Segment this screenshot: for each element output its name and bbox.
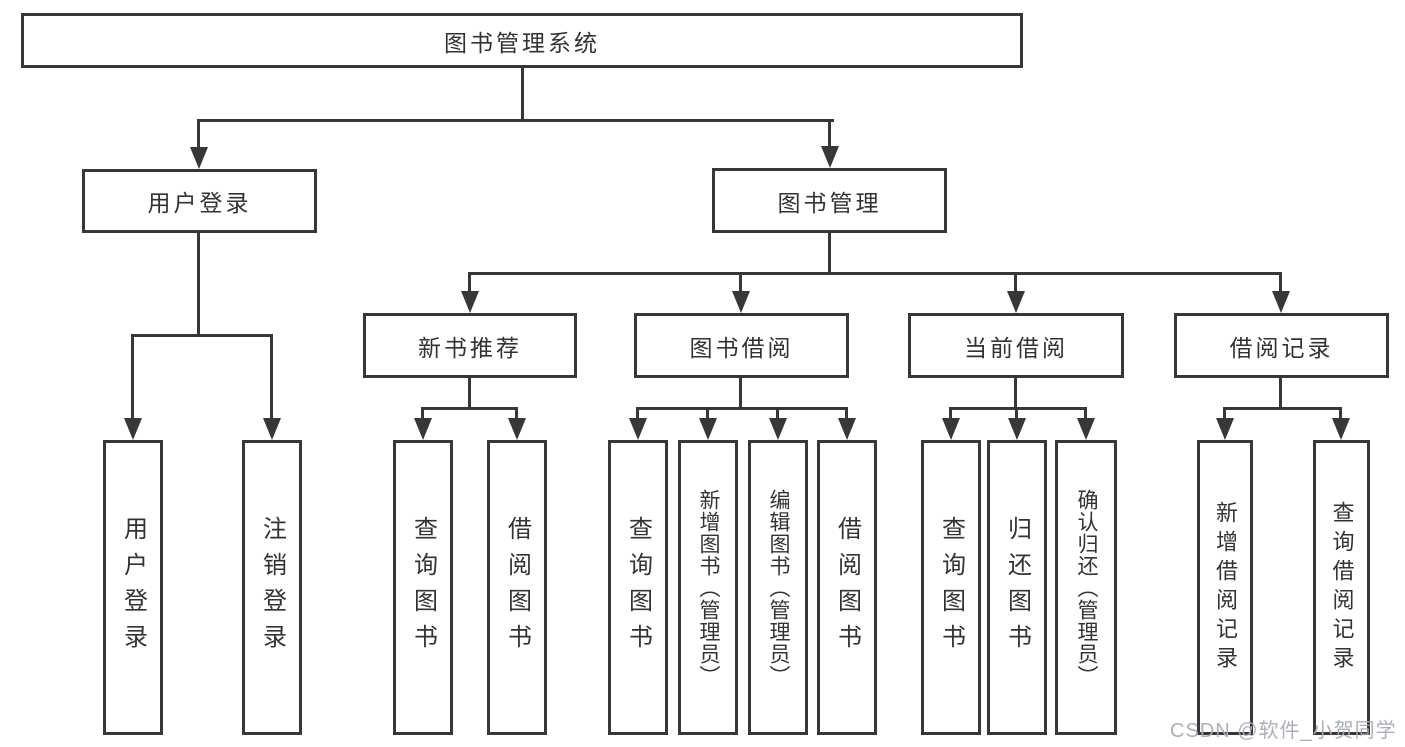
arrow-down-icon [1008, 418, 1026, 440]
connector-line [521, 68, 524, 120]
arrow-down-icon [699, 418, 717, 440]
connector-line [131, 334, 273, 337]
arrow-down-icon [461, 291, 479, 313]
node-current-borrowing: 当前借阅 [908, 313, 1124, 378]
node-current-query-books-label: 查询图书 [937, 515, 965, 660]
connector-line [949, 407, 952, 420]
connector-line [1084, 407, 1087, 420]
node-borrow-borrow-books-label: 借阅图书 [833, 515, 861, 660]
node-borrow-edit-books-admin-label: 编辑图书（管理员） [767, 488, 790, 687]
connector-line [197, 119, 834, 122]
node-user-login-leaf-label: 用户登录 [119, 515, 147, 660]
connector-line [270, 334, 273, 420]
node-borrow-add-books-admin-label: 新增图书（管理员） [697, 488, 720, 687]
node-book-management-label: 图书管理 [777, 189, 882, 216]
node-borrowing-records-label: 借阅记录 [1229, 334, 1334, 361]
connector-line [845, 407, 848, 420]
connector-line [739, 272, 742, 293]
node-recommend-borrow-books: 借阅图书 [487, 440, 547, 735]
arrow-down-icon [124, 418, 142, 440]
node-current-return-books-label: 归还图书 [1003, 515, 1031, 660]
node-borrow-edit-books-admin: 编辑图书（管理员） [748, 440, 808, 735]
node-records-query-record-label: 查询借阅记录 [1329, 500, 1355, 675]
connector-line [1015, 407, 1018, 420]
arrow-down-icon [732, 291, 750, 313]
arrow-down-icon [942, 418, 960, 440]
node-user-login-label: 用户登录 [147, 190, 252, 216]
arrow-down-icon [263, 418, 281, 440]
node-records-query-record: 查询借阅记录 [1313, 440, 1370, 735]
node-borrow-add-books-admin: 新增图书（管理员） [678, 440, 738, 735]
connector-line [1223, 407, 1226, 420]
connector-line [1014, 378, 1017, 410]
node-recommend-query-books-label: 查询图书 [409, 515, 437, 660]
arrow-down-icon [629, 418, 647, 440]
arrow-down-icon [190, 147, 208, 169]
arrow-down-icon [1216, 418, 1234, 440]
csdn-watermark: CSDN @软件_小贺同学 [1170, 720, 1397, 742]
node-borrow-query-books: 查询图书 [608, 440, 668, 735]
node-borrowing-records: 借阅记录 [1174, 313, 1389, 378]
connector-line [828, 119, 831, 152]
node-current-query-books: 查询图书 [921, 440, 981, 735]
node-records-add-record-label: 新增借阅记录 [1213, 500, 1238, 675]
node-borrow-query-books-label: 查询图书 [624, 515, 652, 660]
node-logout: 注销登录 [242, 440, 302, 735]
node-current-confirm-return-admin: 确认归还（管理员） [1055, 440, 1117, 735]
node-current-confirm-return-admin-label: 确认归还（管理员） [1075, 488, 1098, 687]
connector-line [1279, 378, 1282, 410]
node-user-login: 用户登录 [82, 169, 317, 233]
arrow-down-icon [821, 146, 839, 168]
connector-line [636, 407, 848, 410]
node-book-borrowing: 图书借阅 [634, 313, 849, 378]
node-book-borrowing-label: 图书借阅 [689, 334, 794, 361]
arrow-down-icon [1272, 291, 1290, 313]
connector-line [197, 233, 200, 337]
connector-line [636, 407, 639, 420]
arrow-down-icon [508, 418, 526, 440]
node-user-login-leaf: 用户登录 [103, 440, 163, 735]
connector-line [1223, 407, 1342, 410]
node-new-book-recommend: 新书推荐 [363, 313, 577, 378]
node-logout-label: 注销登录 [258, 515, 286, 660]
node-new-book-recommend-label: 新书推荐 [418, 334, 522, 361]
arrow-down-icon [414, 418, 432, 440]
node-current-return-books: 归还图书 [987, 440, 1047, 735]
connector-line [131, 334, 134, 420]
connector-line [776, 407, 779, 420]
node-library-system-label: 图书管理系统 [444, 29, 600, 56]
connector-line [515, 407, 518, 420]
arrow-down-icon [1007, 291, 1025, 313]
node-current-borrowing-label: 当前借阅 [964, 334, 1068, 361]
connector-line [828, 233, 831, 275]
connector-line [421, 407, 424, 420]
arrow-down-icon [1077, 418, 1095, 440]
connector-line [1339, 407, 1342, 420]
connector-line [949, 407, 1087, 410]
arrow-down-icon [838, 418, 856, 440]
connector-line [739, 378, 742, 410]
connector-line [1014, 272, 1017, 293]
node-book-management: 图书管理 [712, 168, 947, 233]
connector-line [197, 119, 200, 152]
arrow-down-icon [769, 418, 787, 440]
connector-line [421, 407, 518, 410]
node-recommend-query-books: 查询图书 [393, 440, 453, 735]
node-borrow-borrow-books: 借阅图书 [817, 440, 877, 735]
connector-line [1279, 272, 1282, 293]
node-records-add-record: 新增借阅记录 [1197, 440, 1253, 735]
connector-line [468, 272, 1282, 275]
connector-line [706, 407, 709, 420]
node-recommend-borrow-books-label: 借阅图书 [503, 515, 531, 660]
connector-line [468, 272, 471, 293]
connector-line [468, 378, 471, 410]
node-library-system: 图书管理系统 [21, 13, 1023, 68]
arrow-down-icon [1332, 418, 1350, 440]
